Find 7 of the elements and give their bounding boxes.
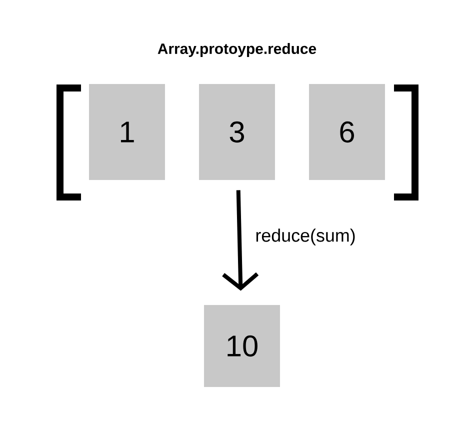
title: Array.protoype.reduce (158, 43, 316, 57)
value-box: 6 (309, 84, 385, 180)
edge-label: reduce(sum) (254, 228, 357, 246)
value-box: 10 (204, 305, 280, 387)
arrow (222, 190, 259, 291)
value-box: 3 (199, 84, 275, 180)
value-box: 1 (89, 84, 165, 180)
